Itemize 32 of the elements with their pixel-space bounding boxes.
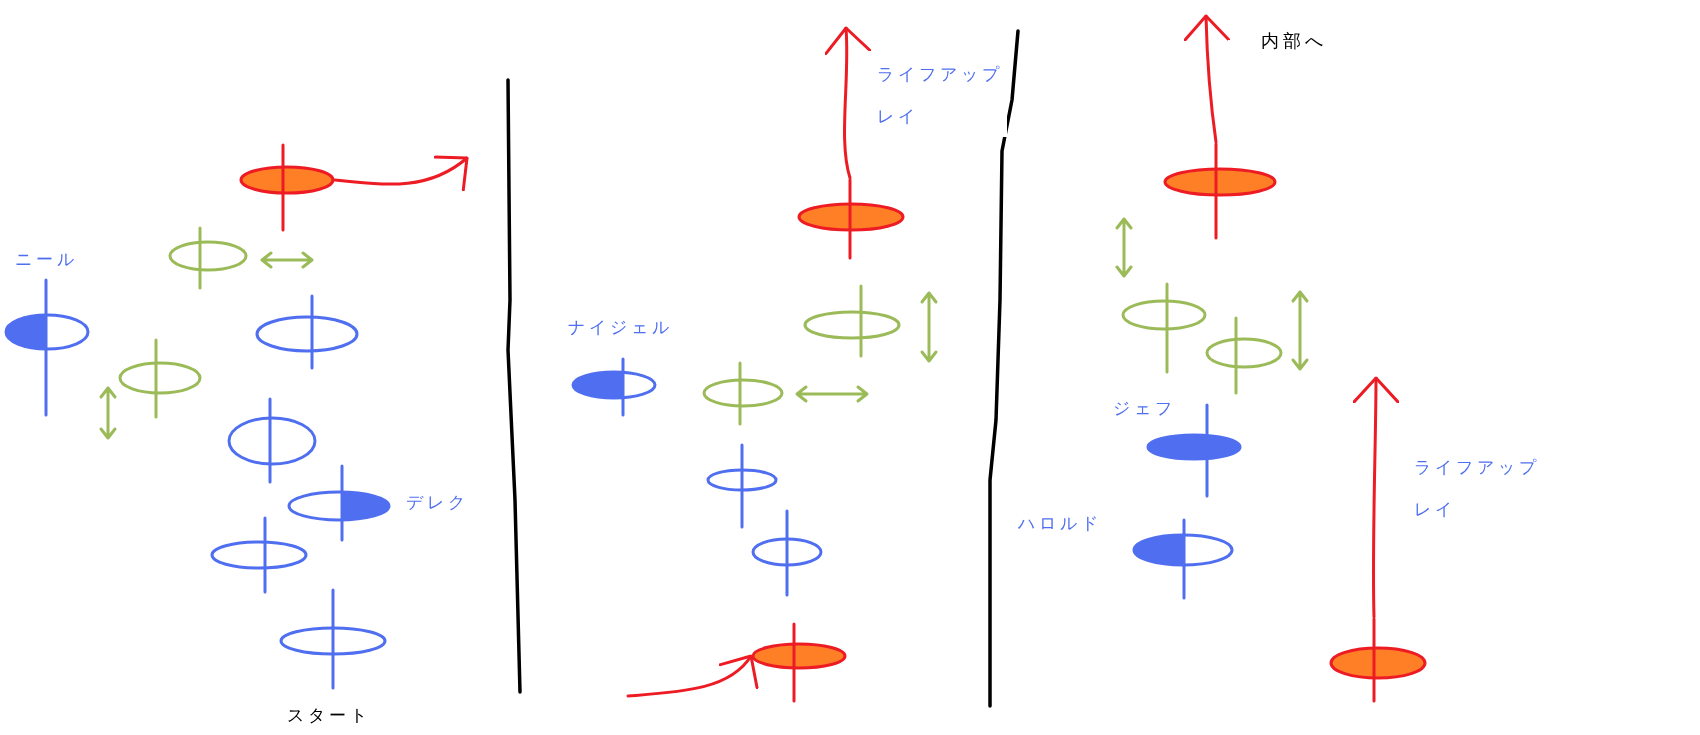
arrow [626, 654, 756, 698]
player-marker [1121, 282, 1207, 374]
player-marker [702, 361, 784, 426]
player-marker [227, 397, 317, 484]
player-marker [118, 338, 202, 419]
arrow [823, 26, 871, 180]
player-name: デレク [406, 491, 469, 513]
player-marker [751, 509, 823, 597]
player-marker [1329, 617, 1427, 703]
player-marker [571, 357, 657, 417]
player-marker [168, 226, 248, 290]
player-marker [4, 278, 90, 417]
player-marker [751, 622, 847, 703]
player-name: ジェフ [1113, 397, 1176, 419]
player-name: ナイジェル [568, 316, 673, 338]
player-marker [803, 284, 901, 358]
player-name: ハロルド [1018, 512, 1102, 534]
player-marker [1205, 316, 1283, 395]
player-marker [239, 143, 335, 232]
arrow [1183, 14, 1231, 144]
player-marker [210, 516, 308, 594]
player-marker [706, 443, 778, 529]
player-name: ニール [15, 248, 78, 270]
player-marker [255, 294, 359, 370]
player-marker [797, 178, 905, 260]
arrow [1352, 376, 1400, 619]
player-marker [279, 588, 387, 690]
arrow [333, 153, 469, 192]
start-label: スタート [287, 704, 371, 726]
player-marker [287, 464, 391, 542]
player-marker [1163, 142, 1277, 240]
player-marker [1132, 518, 1234, 600]
